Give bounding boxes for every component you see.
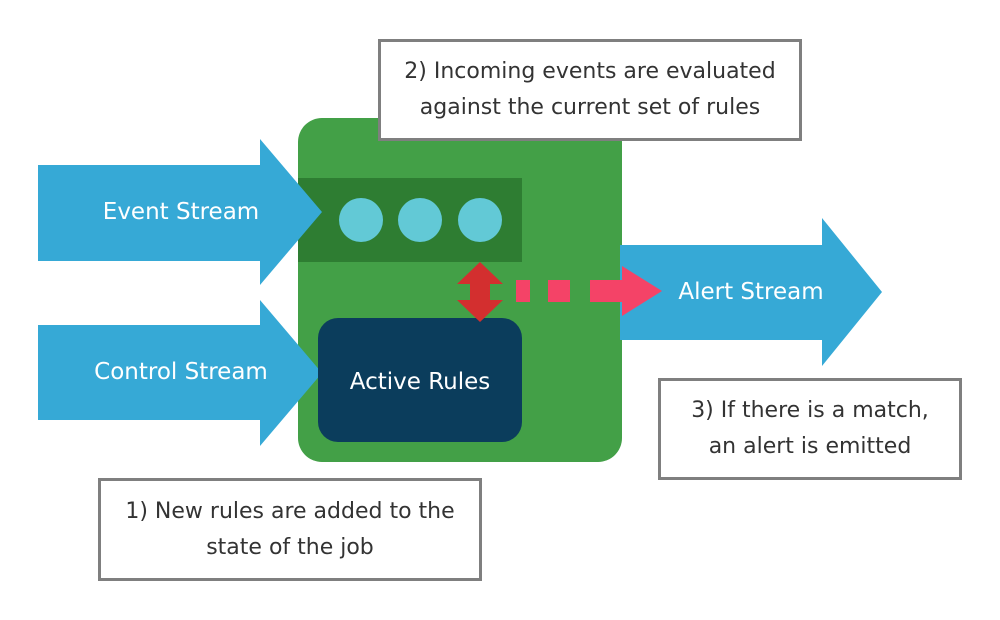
event-dot	[458, 198, 502, 242]
note-step2: 2) Incoming events are evaluated against…	[378, 39, 802, 141]
active-rules-label: Active Rules	[349, 369, 491, 395]
note-step2-line1: 2) Incoming events are evaluated	[404, 59, 776, 84]
note-step1-line2: state of the job	[206, 534, 374, 560]
alert-stream-arrow	[620, 218, 882, 366]
note-step3: 3) If there is a match, an alert is emit…	[658, 378, 962, 480]
emit-dashed-arrow	[516, 266, 662, 316]
control-stream-arrow	[38, 300, 322, 446]
event-stream-arrow	[38, 139, 322, 285]
note-step3-line1: 3) If there is a match,	[691, 398, 929, 423]
note-step3-line2: an alert is emitted	[708, 434, 912, 459]
alert-stream-label: Alert Stream	[678, 279, 824, 305]
evaluate-double-arrow	[457, 262, 503, 322]
note-step1: 1) New rules are added to the state of t…	[98, 478, 482, 581]
event-stream-label: Event Stream	[102, 199, 260, 225]
event-dot	[398, 198, 442, 242]
active-rules-box	[318, 318, 522, 442]
note-step1-line1: 1) New rules are added to the	[125, 498, 455, 524]
event-dot	[339, 198, 383, 242]
control-stream-label: Control Stream	[94, 359, 268, 385]
note-step2-line2: against the current set of rules	[419, 95, 761, 120]
